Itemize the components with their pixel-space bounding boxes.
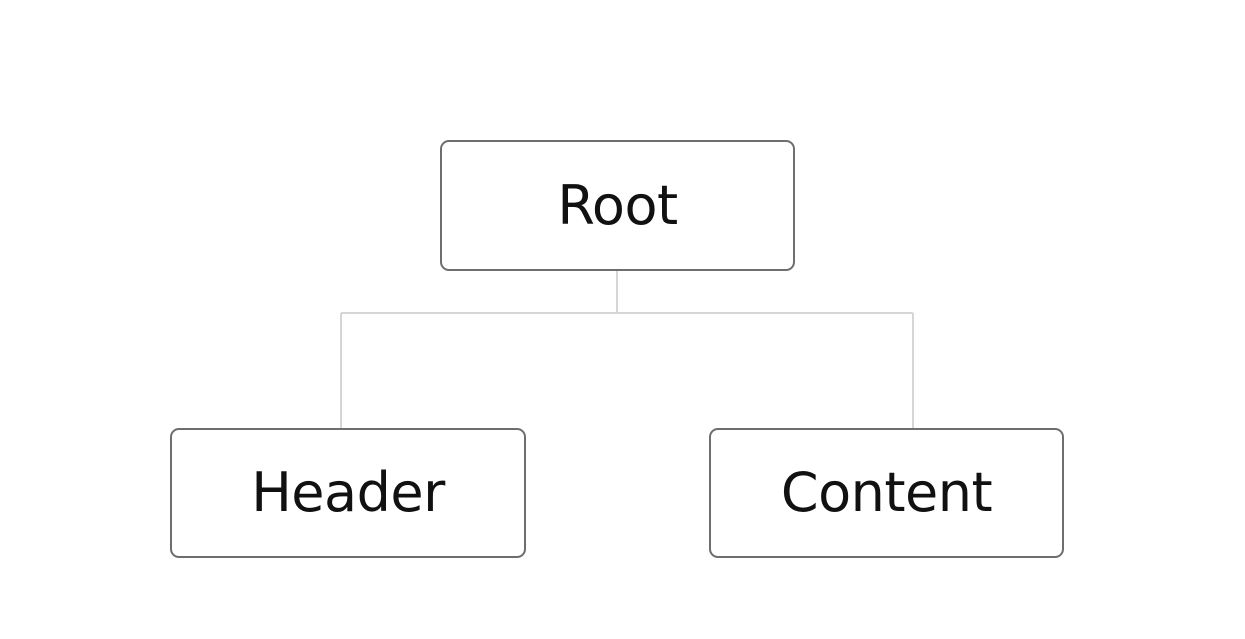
node-header[interactable]: Header: [170, 428, 526, 558]
node-root[interactable]: Root: [440, 140, 795, 271]
node-root-label: Root: [557, 173, 678, 237]
node-content[interactable]: Content: [709, 428, 1064, 558]
node-header-label: Header: [251, 461, 445, 524]
node-content-label: Content: [780, 461, 993, 524]
